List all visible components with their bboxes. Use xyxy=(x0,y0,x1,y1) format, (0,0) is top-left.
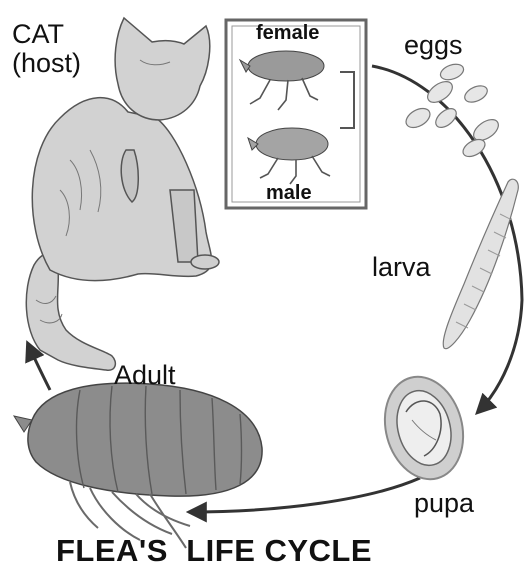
pupa-label: pupa xyxy=(414,490,474,517)
adult-label: Adult xyxy=(114,362,176,389)
cat-host-label: CAT (host) xyxy=(12,20,122,78)
eggs-illustration xyxy=(403,61,502,160)
diagram-title: FLEA'S LIFE CYCLE xyxy=(56,535,372,566)
adult-flea-illustration xyxy=(14,383,262,548)
inset-frame xyxy=(226,20,366,208)
eggs-label: eggs xyxy=(404,32,463,59)
arrow-larva-to-pupa xyxy=(478,300,522,412)
pupa-cocoon-illustration xyxy=(374,368,474,488)
female-label: female xyxy=(256,23,319,43)
larva-label: larva xyxy=(372,254,431,281)
male-label: male xyxy=(266,183,312,203)
larva-illustration xyxy=(443,179,518,349)
host-label-line-2: (host) xyxy=(12,49,122,78)
host-label-line-1: CAT xyxy=(12,20,122,49)
